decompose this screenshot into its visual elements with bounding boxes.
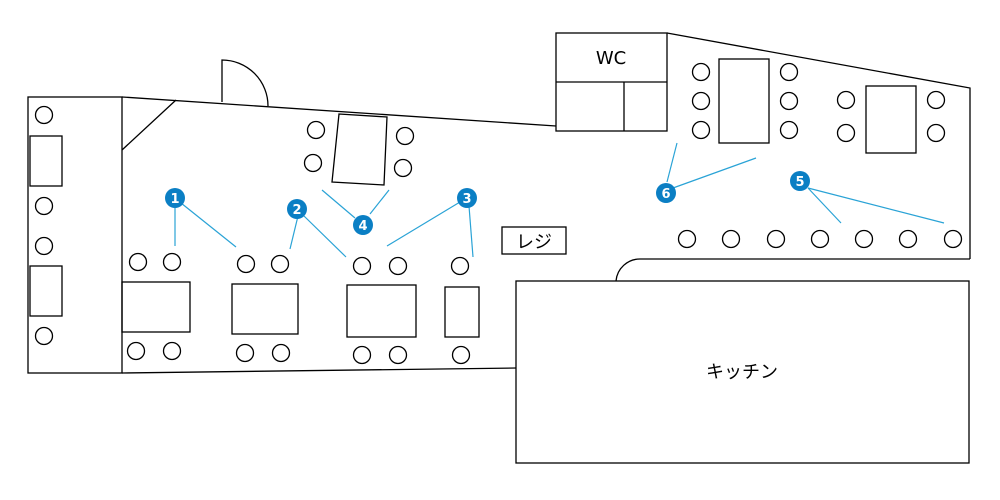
register-box [501,226,567,255]
seat [898,229,918,249]
seat [34,105,54,125]
marker-2-number: 2 [292,203,301,218]
marker-5: 5 [790,171,810,191]
seat [34,196,54,216]
table-5 [331,113,388,186]
table-6 [718,58,770,144]
seat [128,252,148,272]
seat [235,343,255,363]
seat [450,256,470,276]
seat [34,236,54,256]
corner-diagonal [121,99,177,151]
counter-curve [615,258,970,282]
seat [388,345,408,365]
seat [854,229,874,249]
seat [836,90,856,110]
table-1 [121,281,191,333]
seat [126,341,146,361]
seat [271,343,291,363]
table-left-strip-top [29,135,63,187]
seat [236,254,256,274]
seat [779,91,799,111]
kitchen-area [515,280,970,464]
seat [766,229,786,249]
table-2 [231,283,299,335]
leader-lines [174,142,945,258]
marker-4: 4 [353,215,373,235]
marker-1-number: 1 [170,192,179,207]
table-left-strip-bottom [29,265,63,317]
wc-label: WC [596,48,626,69]
marker-1: 1 [165,188,185,208]
seat [395,126,415,146]
table-3 [346,284,417,338]
seat [303,153,323,173]
seat [677,229,697,249]
seat [691,120,711,140]
seat [926,90,946,110]
seat [779,120,799,140]
seat [352,256,372,276]
kitchen-label: キッチン [706,362,778,383]
seat [388,256,408,276]
marker-4-number: 4 [358,219,367,234]
seat [162,252,182,272]
seat [306,120,326,140]
seat [926,123,946,143]
seat [779,62,799,82]
left-wall-strip [27,96,123,374]
table-7 [865,85,917,154]
register-label: レジ [516,232,552,253]
marker-3-number: 3 [462,192,471,207]
marker-6-number: 6 [661,187,670,202]
table-4 [444,286,480,338]
marker-5-number: 5 [795,175,804,190]
main-room-top-wall [121,96,557,127]
seat [836,123,856,143]
seat [943,229,963,249]
right-room-outline [666,32,971,259]
marker-2: 2 [287,199,307,219]
seat [810,229,830,249]
door-arc [221,59,269,107]
seat [721,229,741,249]
marker-3: 3 [457,188,477,208]
main-room-bottom-wall [121,367,517,374]
seat [270,254,290,274]
seat [393,158,413,178]
seat [162,341,182,361]
seat [34,326,54,346]
seat [691,62,711,82]
seat [451,345,471,365]
seat [691,91,711,111]
marker-6: 6 [656,183,676,203]
seat [352,345,372,365]
